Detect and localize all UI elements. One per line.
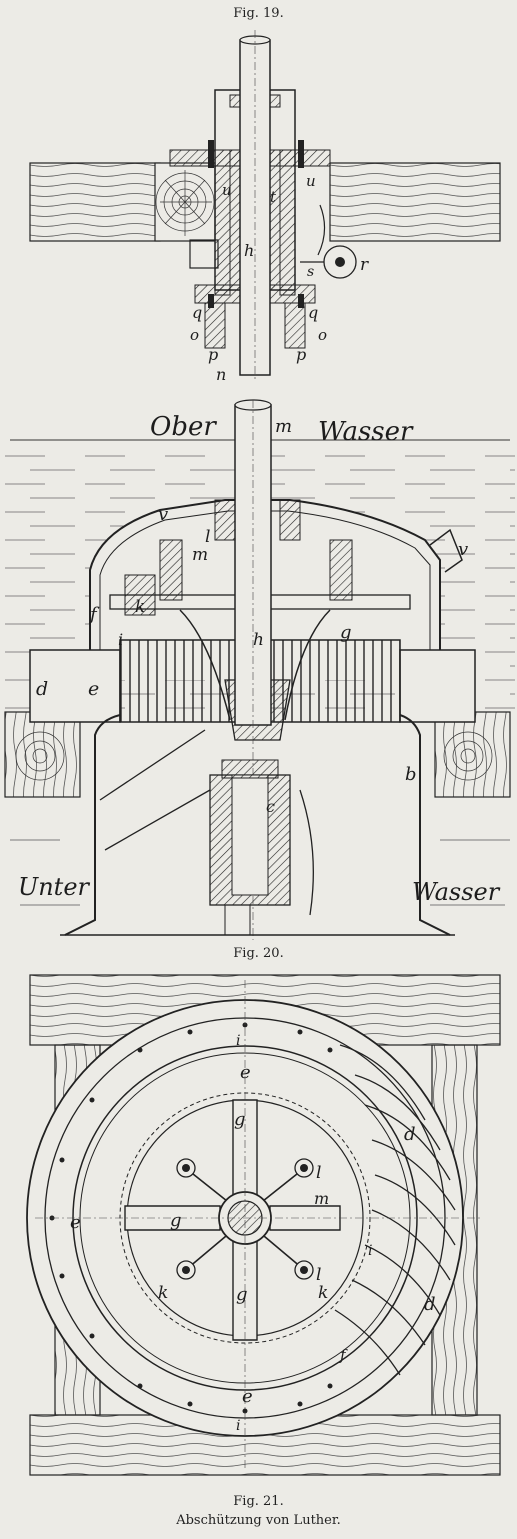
fig19-label-p-right: p [296, 345, 306, 364]
fig19-label-p-left: p [208, 345, 218, 364]
fig20-beam-right [434, 711, 511, 798]
fig19-caption: Fig. 19. [233, 6, 284, 21]
fig19-label-r: r [360, 255, 369, 275]
fig19-label-t: t [270, 188, 277, 206]
fig20-label-i: i [118, 630, 123, 649]
fig21-label-l-low: l [316, 1265, 321, 1285]
fig20-label-ober: Ober [150, 412, 217, 442]
fig20-label-wasser-bottom: Wasser [412, 878, 501, 906]
fig19-label-u-left: u [222, 181, 232, 199]
fig21-label-k-right: k [318, 1283, 328, 1303]
fig19-beam-right [329, 162, 501, 242]
fig20-label-b: b [405, 764, 417, 785]
fig19-label-u-right: u [306, 172, 316, 190]
fig21-label-e-bottom: e [242, 1386, 253, 1407]
fig20-label-k: k [135, 597, 145, 617]
fig21-label-d-bottom: d [424, 1294, 436, 1315]
fig21-label-d-top: d [404, 1124, 416, 1145]
fig19-label-s: s [307, 264, 314, 280]
fig21-label-l-right: l [316, 1163, 321, 1183]
fig21-label-g-left: g [170, 1210, 182, 1231]
fig20-label-m-top: m [275, 416, 292, 437]
fig19-label-o-left: o [190, 326, 199, 344]
fig21: i e d g l m e g i l k k g d f e i [26, 974, 501, 1476]
fig21-label-i-top: i [236, 1033, 240, 1049]
fig20-label-g: g [340, 622, 352, 643]
fig21-label-e-left: e [70, 1212, 81, 1233]
fig21-blades [334, 1044, 456, 1376]
fig20-label-d: d [36, 678, 48, 700]
fig21-subtitle: Abschützung von Luther. [176, 1513, 341, 1528]
fig20-label-v-left: v [158, 504, 168, 525]
fig20-beam-left [4, 711, 81, 798]
fig19-label-o-right: o [318, 326, 327, 344]
fig21-label-i-bottom: i [236, 1418, 240, 1434]
fig20-label-m: m [192, 545, 208, 565]
fig19-label-n: n [216, 365, 226, 384]
fig20-label-l: l [205, 527, 210, 547]
fig19: u u t h s r q q o o p p n [29, 30, 501, 384]
fig20-label-e: e [88, 678, 99, 700]
fig19-label-h: h [244, 241, 254, 260]
fig19-beam-left [29, 162, 161, 242]
fig21-label-f: f [339, 1346, 348, 1364]
fig21-label-k-left: k [158, 1283, 168, 1303]
fig21-label-e-top: e [240, 1062, 251, 1083]
fig19-label-q-right: q [308, 303, 318, 322]
fig20-label-v-right: v [458, 539, 468, 560]
fig21-label-m: m [314, 1189, 329, 1208]
fig21-label-g-bottom: g [236, 1284, 248, 1305]
fig20: Ober Wasser [4, 399, 515, 940]
fig20-caption: Fig. 20. [233, 946, 284, 961]
fig21-label-i-right: i [368, 1243, 372, 1259]
fig20-label-wasser-top: Wasser [318, 417, 414, 447]
fig20-label-unter: Unter [18, 873, 91, 901]
fig20-label-c: c [266, 797, 275, 816]
fig20-label-h: h [253, 630, 264, 650]
fig21-label-g-top: g [234, 1109, 246, 1130]
fig21-caption: Fig. 21. [233, 1494, 284, 1509]
fig19-label-q-left: q [192, 303, 202, 322]
